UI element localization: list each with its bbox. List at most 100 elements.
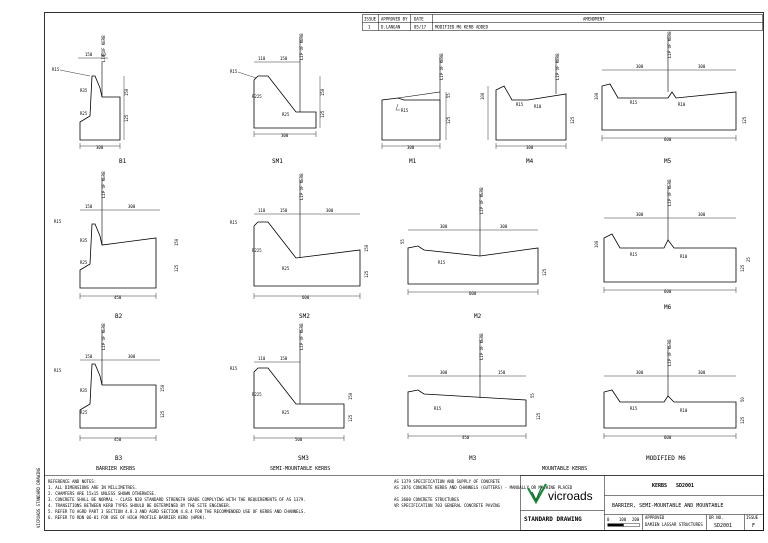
sheet-border — [44, 12, 764, 531]
dim-top2: 300 — [698, 370, 706, 375]
radius-label: R15 — [230, 366, 238, 371]
radius-label: R35 — [80, 238, 88, 243]
lip-label: LIP OF KERB — [101, 171, 106, 198]
radius-label: R25 — [282, 266, 290, 271]
dim-top2: 300 — [128, 204, 136, 209]
radius-label: R10 — [680, 254, 688, 259]
reference-line: VR SPECIFICATION 703 GENERAL CONCRETE PA… — [394, 503, 501, 508]
radius-label: R35 — [80, 388, 88, 393]
profile-code-b3: B3 — [115, 455, 123, 462]
note-line: 1. ALL DIMENSIONS ARE IN MILLIMETRES. — [48, 485, 137, 490]
dim-overall: 450 — [114, 295, 122, 300]
dim-h1: 150 — [160, 384, 165, 392]
profile-m5: LIP OF KERB 600 300 300 100 125 R15 R10 … — [594, 31, 747, 165]
profile-b3: LIP OF KERB 450 150 300 150 125 R15 R35 … — [54, 323, 165, 462]
dim-top: 300 — [440, 224, 448, 229]
note-line: 2. CHAMFERS ARE 15x15 UNLESS SHOWN OTHER… — [48, 491, 156, 496]
dim-h1: 150 — [174, 238, 179, 246]
drawing-number-label: DR NO. — [709, 515, 723, 520]
note-line: 6. REFER TO RDN 06-01 FOR USE OF HIGH PR… — [48, 515, 207, 520]
dim-h1: 150 — [348, 392, 353, 400]
scale-tick: 200 — [632, 517, 640, 522]
dim-top3: 300 — [326, 208, 334, 213]
lip-label: LIP OF KERB — [555, 53, 560, 80]
dim-top: 110 — [258, 208, 266, 213]
dim-h2: 125 — [160, 410, 165, 418]
dim-overall: 600 — [664, 435, 672, 440]
dim-h1: 100 — [594, 240, 599, 248]
notes-heading: REFERENCE AND NOTES: — [48, 479, 96, 484]
dim-overall: 300 — [96, 145, 104, 150]
lip-label: LIP OF KERB — [101, 323, 106, 350]
approver-name: DAMIEN LASSAR STRUCTURES — [645, 522, 703, 527]
reference-line: AS 3600 CONCRETE STRUCTURES — [394, 497, 460, 502]
dim-h1: 150 — [320, 88, 325, 96]
lip-label: LIP OF KERB — [667, 339, 672, 366]
side-caption: VICROADS STANDARD DRAWING — [36, 467, 41, 528]
dim-top2: 300 — [698, 64, 706, 69]
rev-header-approved: APPROVED BY — [381, 17, 408, 22]
scale-tick: 100 — [619, 517, 627, 522]
dim-h2: 125 — [536, 412, 541, 420]
radius-label: R225 — [252, 94, 262, 99]
dim-overall: 300 — [281, 133, 289, 138]
dim-top: 300 — [636, 212, 644, 217]
radius-label: R15 — [401, 108, 409, 113]
dim-h1: 150 — [364, 244, 369, 252]
radius-label: R25 — [282, 410, 290, 415]
dim-top2: 150 — [280, 356, 288, 361]
rev-header-issue: ISSUE — [364, 17, 377, 22]
dim-h2: 125 — [740, 264, 745, 272]
scale-bar: 0 100 200 — [607, 517, 640, 527]
revision-table: ISSUE APPROVED BY DATE AMENDMENT 1 D.LAN… — [362, 14, 763, 31]
dim-overall: 600 — [469, 291, 477, 296]
radius-label: R10 — [680, 408, 688, 413]
dim-overall: 300 — [526, 145, 534, 150]
dim-h2: 125 — [348, 414, 353, 422]
profile-code-m2: M2 — [474, 313, 482, 320]
radius-label: R25 — [80, 111, 88, 116]
rev-value-approved: D.LANGAN — [381, 25, 401, 30]
dim-top: 110 — [258, 356, 266, 361]
vicroads-wordmark: vicroads — [548, 489, 593, 503]
radius-label: R225 — [252, 392, 262, 397]
profile-sm2: LIP OF KERB 600 110 150 300 150 125 R15 … — [230, 173, 369, 320]
dim-top: 150 — [85, 204, 93, 209]
profile-code-b2: B2 — [115, 313, 123, 320]
group-label-mountable: MOUNTABLE KERBS — [542, 466, 587, 472]
profile-m1: LIP OF KERB 300 55 125 R15 M1 — [381, 53, 451, 165]
radius-label: R15 — [230, 220, 238, 225]
dim-h1: 55 — [530, 393, 535, 398]
dim-h2: 125 — [542, 268, 547, 276]
dim-top: 300 — [636, 370, 644, 375]
dim-h3: 25 — [746, 257, 751, 262]
dim-overall: 600 — [664, 289, 672, 294]
lip-label: LIP OF KERB — [299, 33, 304, 60]
dim-top2: 150 — [498, 370, 506, 375]
profile-code-sm1: SM1 — [272, 158, 283, 165]
profile-code-modified-m6: MODIFIED M6 — [646, 455, 686, 462]
profile-modified-m6: LIP OF KERB 600 300 300 50 125 R15 R10 M… — [603, 339, 745, 462]
dim-overall: 450 — [462, 435, 470, 440]
dim-top: 150 — [85, 52, 93, 57]
dim-top: 150 — [85, 354, 93, 359]
dim-h2: 125 — [124, 114, 129, 122]
dim-overall: 300 — [407, 145, 415, 150]
profile-code-m3: M3 — [469, 455, 477, 462]
radius-label: R15 — [434, 406, 442, 411]
radius-label: R15 — [630, 100, 638, 105]
profile-code-b1: B1 — [119, 158, 127, 165]
profile-b2: LIP OF KERB 450 150 300 150 125 R15 R35 … — [54, 171, 179, 320]
note-line: 4. TRANSITIONS BETWEEN KERB TYPES SHOULD… — [48, 503, 231, 508]
notes-block: REFERENCE AND NOTES: 1. ALL DIMENSIONS A… — [48, 479, 573, 520]
rev-value-issue: 1 — [368, 25, 371, 30]
radius-label: R15 — [630, 252, 638, 257]
profile-m3: LIP OF KERB 450 300 150 55 125 R15 M3 — [407, 333, 541, 462]
approved-label: APPROVED — [645, 515, 665, 520]
group-label-barrier: BARRIER KERBS — [96, 466, 135, 472]
dim-h1: 100 — [594, 92, 599, 100]
lip-label: LIP OF KERB — [299, 323, 304, 350]
dim-overall: 600 — [664, 137, 672, 142]
lip-label: LIP OF KERB — [101, 35, 106, 62]
profile-code-sm3: SM3 — [298, 455, 309, 462]
